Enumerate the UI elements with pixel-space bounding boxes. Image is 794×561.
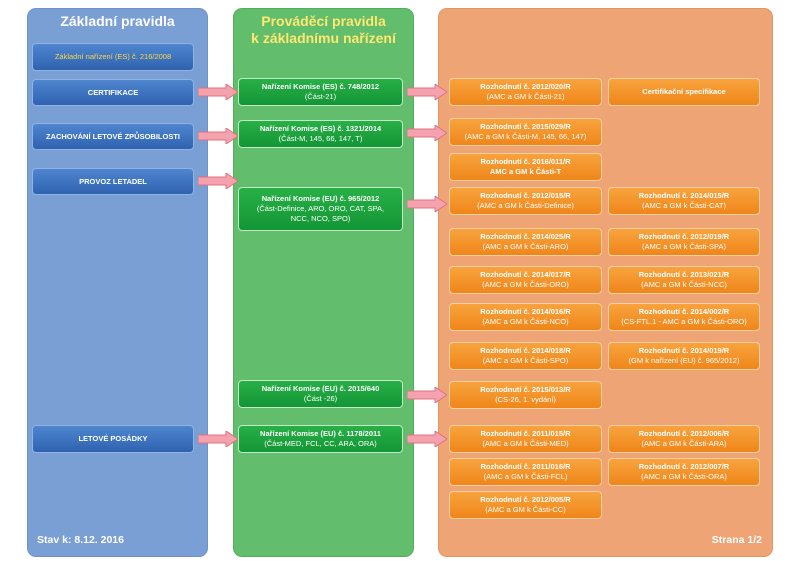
decision-2014-002-r: Rozhodnutí č. 2014/002/R(CS-FTL.1 - AMC … xyxy=(608,303,760,331)
air-operations-box: PROVOZ LETADEL xyxy=(32,168,194,195)
decision-2012-005-r: Rozhodnutí č. 2012/005/R(AMC a GM k Část… xyxy=(449,491,602,519)
impl-box-2015-640: Nařízení Komise (EU) č. 2015/640(Část -2… xyxy=(238,380,403,408)
decision-2014-015-r: Rozhodnutí č. 2014/015/R(AMC a GM k Část… xyxy=(608,187,760,215)
base-regulation-box: Základní nařízení (ES) č. 216/2008 xyxy=(32,43,194,71)
certification-specifications-box: Certifikační specifikace xyxy=(608,78,760,106)
arrow-right-icon xyxy=(198,431,238,447)
decision-2014-025-r: Rozhodnutí č. 2014/025/R(AMC a GM k Část… xyxy=(449,228,602,256)
decision-2013-021-r: Rozhodnutí č. 2013/021/R(AMC a GM k Část… xyxy=(608,266,760,294)
impl-box-1178-2011: Nařízení Komise (EU) č. 1178/2011(Část-M… xyxy=(238,425,403,453)
arrow-right-icon xyxy=(198,128,238,144)
decision-2012-020-r: Rozhodnutí č. 2012/020/R(AMC a GM k Část… xyxy=(449,78,602,106)
continuing-airworthiness-box: ZACHOVÁNÍ LETOVÉ ZPŮSOBILOSTI xyxy=(32,123,194,150)
arrow-right-icon xyxy=(198,173,238,189)
decision-2011-016-r: Rozhodnutí č. 2011/016/R(AMC a GM k Část… xyxy=(449,458,602,486)
arrow-right-icon xyxy=(198,84,238,100)
decision-2014-016-r: Rozhodnutí č. 2014/016/R(AMC a GM k Část… xyxy=(449,303,602,331)
implementing-rules-title: Prováděcí pravidla k základnímu nařízení xyxy=(251,13,396,46)
arrow-right-icon xyxy=(407,84,447,100)
arrow-right-icon xyxy=(407,431,447,447)
certification-box: CERTIFIKACE xyxy=(32,79,194,106)
decision-2014-017-r: Rozhodnutí č. 2014/017/R(AMC a GM k Část… xyxy=(449,266,602,294)
impl-box-1321-2014: Nařízení Komise (ES) č. 1321/2014(Část-M… xyxy=(238,120,403,148)
decision-2015-029-r: Rozhodnutí č. 2015/029/R(AMC a GM k Část… xyxy=(449,118,602,146)
decision-2014-019-r: Rozhodnutí č. 2014/019/R(GM k nařízení (… xyxy=(608,342,760,370)
decision-2012-007-r: Rozhodnutí č. 2012/007/R(AMC a GM k Část… xyxy=(608,458,760,486)
arrow-right-icon xyxy=(407,125,447,141)
decision-2015-013-r: Rozhodnutí č. 2015/013/R(CS-26, 1. vydán… xyxy=(449,381,602,409)
aircrew-box: LETOVÉ POSÁDKY xyxy=(32,425,194,453)
decision-2012-015-r: Rozhodnutí č. 2012/015/R(AMC a GM k Část… xyxy=(449,187,602,215)
decision-2011-015-r: Rozhodnutí č. 2011/015/R(AMC a GM k Část… xyxy=(449,425,602,453)
impl-box-965-2012: Nařízení Komise (EU) č. 965/2012(Část-De… xyxy=(238,187,403,231)
decision-2014-018-r: Rozhodnutí č. 2014/018/R(AMC a GM k Část… xyxy=(449,342,602,370)
base-rules-title: Základní pravidla xyxy=(60,13,175,29)
decision-2012-019-r: Rozhodnutí č. 2012/019/R(AMC a GM k Část… xyxy=(608,228,760,256)
status-date: Stav k: 8.12. 2016 xyxy=(37,534,124,546)
arrow-right-icon xyxy=(407,387,447,403)
impl-box-748-2012: Nařízení Komise (ES) č. 748/2012(Část-21… xyxy=(238,78,403,106)
arrow-right-icon xyxy=(407,196,447,212)
page-number: Strana 1/2 xyxy=(711,534,762,546)
decision-2012-006-r: Rozhodnutí č. 2012/006/R(AMC a GM k Část… xyxy=(608,425,760,453)
